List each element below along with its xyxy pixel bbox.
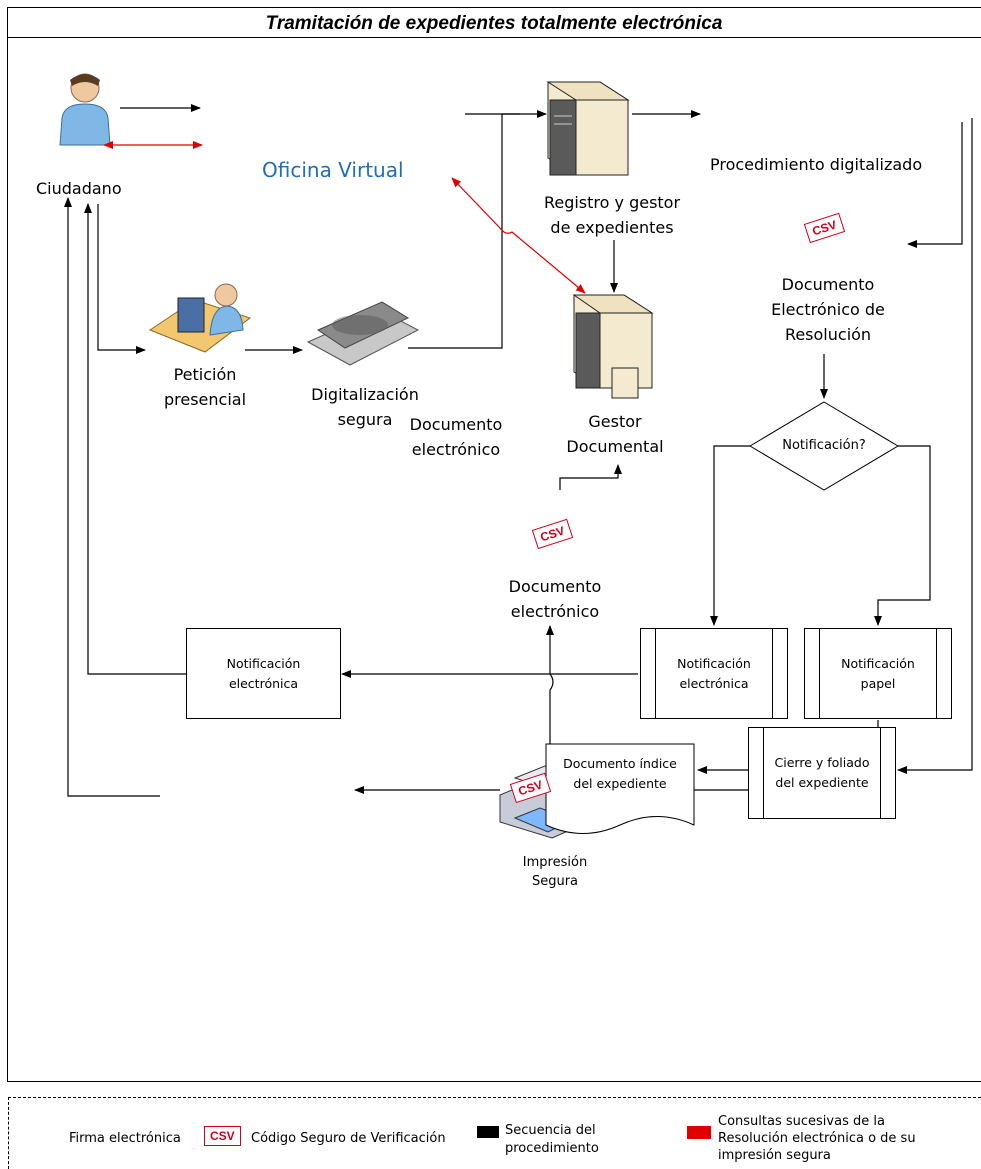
- notification-decision-diamond: [749, 401, 899, 491]
- document-server-icon: [572, 294, 654, 399]
- index-document-shape: [545, 743, 695, 834]
- virtual-office-label: Oficina Virtual: [262, 158, 404, 182]
- title-bar: Tramitación de expedientes totalmente el…: [7, 7, 981, 38]
- legend-box: [8, 1097, 981, 1169]
- citizen-label: Ciudadano: [36, 179, 122, 198]
- legend-csv-badge: CSV: [204, 1126, 241, 1146]
- diagram-title: Tramitación de expedientes totalmente el…: [265, 13, 723, 34]
- diagram-frame: [7, 7, 981, 1082]
- citizen-icon: [59, 73, 111, 146]
- clerk-desk-icon: [148, 283, 252, 353]
- scanner-icon: [306, 301, 420, 366]
- registry-server-icon: [546, 81, 630, 176]
- legend-signature-label: Firma electrónica: [69, 1131, 181, 1146]
- legend-queries-swatch: [687, 1126, 711, 1139]
- legend-sequence-swatch: [477, 1126, 499, 1138]
- legend-csv-label: Código Seguro de Verificación: [251, 1131, 446, 1146]
- decision-label: Notificación?: [782, 438, 866, 453]
- digitized-procedure-label: Procedimiento digitalizado: [710, 155, 923, 174]
